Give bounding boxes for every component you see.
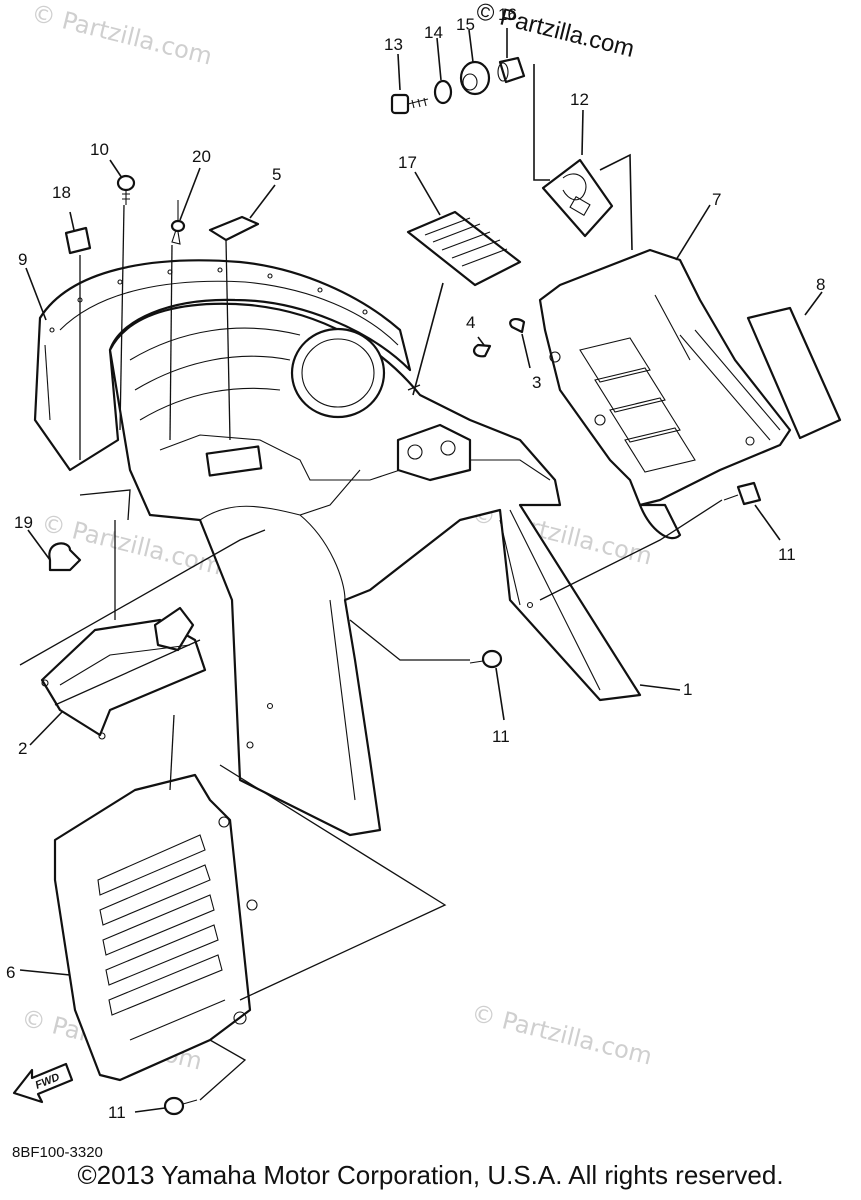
callout-18: 18	[52, 183, 71, 202]
watermark: © Partzilla.com	[469, 999, 655, 1071]
part-16-collar	[497, 56, 526, 84]
callout-5: 5	[272, 165, 281, 184]
leader-lines	[19, 28, 823, 1113]
part-19-clamp	[48, 542, 82, 572]
part-17-plate	[406, 210, 522, 287]
callout-8: 8	[816, 275, 825, 294]
part-8-pad	[746, 306, 842, 440]
part-4-clip	[472, 343, 492, 358]
callout-16: 16	[498, 5, 517, 24]
part-14-washer	[433, 79, 453, 105]
part-11-bolt	[163, 1096, 198, 1116]
callout-1: 1	[683, 680, 692, 699]
part-10-screw	[116, 174, 136, 205]
callout-14: 14	[424, 23, 443, 42]
part-2-bracket	[40, 606, 207, 740]
callout-12: 12	[570, 90, 589, 109]
callout-11: 11	[492, 727, 510, 746]
callout-11: 11	[778, 545, 796, 564]
part-1-front-body	[108, 302, 642, 837]
copyright-notice: ©2013 Yamaha Motor Corporation, U.S.A. A…	[77, 1160, 784, 1190]
callout-10: 10	[90, 140, 109, 159]
part-13-bolt	[390, 93, 429, 115]
callout-7: 7	[712, 190, 721, 209]
part-12-clip	[541, 158, 614, 238]
callout-13: 13	[384, 35, 403, 54]
fwd-arrow-icon: FWD	[12, 1062, 74, 1104]
part-9-inner-fender	[33, 259, 412, 472]
callout-6: 6	[6, 963, 15, 982]
callout-17: 17	[398, 153, 417, 172]
callout-labels: 1 2 3 4 5 6 7 8 9 10 11 11 11 12 13 14 1…	[6, 5, 825, 1122]
callout-11: 11	[108, 1103, 126, 1122]
drawing-code: 8BF100-3320	[12, 1144, 103, 1161]
part-18-cap	[64, 226, 92, 255]
callout-15: 15	[456, 15, 475, 34]
part-3-clip	[509, 318, 526, 334]
part-11-bolt	[469, 649, 503, 669]
part-20-rivet	[170, 200, 186, 245]
part-15-grommet	[459, 60, 491, 96]
callout-3: 3	[532, 373, 541, 392]
callout-4: 4	[466, 313, 475, 332]
callout-9: 9	[18, 250, 27, 269]
watermark: © Partzilla.com	[29, 0, 215, 71]
part-5-cap	[208, 215, 260, 242]
part-11-bolt	[723, 481, 762, 506]
part-6-left-side-panel	[53, 773, 258, 1082]
part-7-right-side-panel	[538, 248, 792, 540]
callout-19: 19	[14, 513, 33, 532]
callout-2: 2	[18, 739, 27, 758]
callout-20: 20	[192, 147, 211, 166]
